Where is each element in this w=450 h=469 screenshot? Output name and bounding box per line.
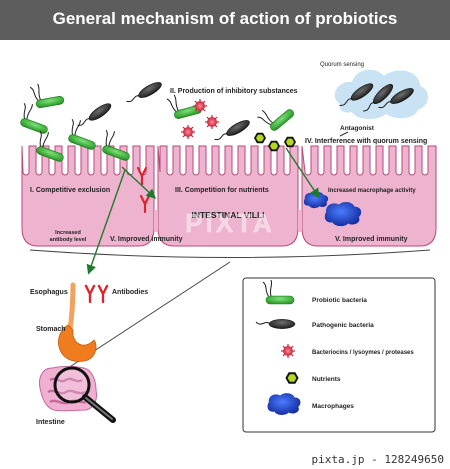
label-macrophage-activity: Increased macrophage activity [328,188,416,194]
legend-label-probiotic: Probiotic bacteria [312,297,367,304]
bacteriocin-particle [192,98,208,114]
legend-label-macrophages: Macrophages [312,403,354,410]
probiotic-bacterium [98,127,137,163]
pathogenic-bacterium [75,100,114,132]
nutrient-particle [254,132,266,144]
label-interference: IV. Interference with quorum sensing [305,138,427,145]
pathogenic-bacterium [124,79,165,108]
section-bracket [29,249,431,258]
antibodies-icon [84,284,109,304]
diagram-title: General mechanism of action of probiotic… [52,9,398,28]
probiotic-bacterium [32,128,71,164]
stomach-icon [58,324,97,362]
footer-credit: pixta.jp - 128249650 [311,453,444,466]
esophagus-icon [67,282,76,333]
watermark: PIXTA [185,208,275,238]
label-production: II. Production of inhibitory substances [170,88,298,95]
probiotic-bacterium [255,95,296,135]
bacteriocin-particle [204,114,220,130]
label-competition-nutrients: III. Competition for nutrients [175,187,269,194]
label-stomach: Stomach [36,326,66,333]
label-quorum-sensing: Quorum sensing [320,62,364,68]
antagonist-arrow [339,131,349,137]
bacteriocin-particle [180,124,196,140]
label-antibody-line2: antibody level [50,237,87,243]
label-antagonist: Antagonist [340,125,375,132]
magnifier-icon [53,366,116,423]
label-antibody-line1: Increased [55,230,81,236]
probiotic-bacterium [29,79,65,110]
label-antibodies: Antibodies [112,289,148,296]
immunity-arrow [121,166,157,199]
gut-pointer-arrow [86,169,126,275]
title-bar: General mechanism of action of probiotic… [0,0,450,40]
legend-label-pathogenic: Pathogenic bacteria [312,322,374,329]
legend-label-bacteriocins: Bacteriocins / lysoymes / proteases [312,350,414,356]
label-competitive-exclusion: I. Competitive exclusion [30,187,110,194]
footer: pixta.jp - 128249650 [0,452,450,469]
macrophage-arrow [285,147,320,199]
label-improved-immunity-left: V. Improved immunity [110,236,183,243]
label-intestinal-villi: INTESTINAL VILLI [191,210,264,220]
label-improved-immunity-right: V. Improved immunity [335,236,408,243]
label-intestine: Intestine [36,419,65,426]
label-esophagus: Esophagus [30,289,68,296]
bacteriocin-icon [280,343,296,359]
legend-box: Probiotic bacteria Pathogenic bacteria B… [242,277,436,433]
legend-label-nutrients: Nutrients [312,376,341,383]
